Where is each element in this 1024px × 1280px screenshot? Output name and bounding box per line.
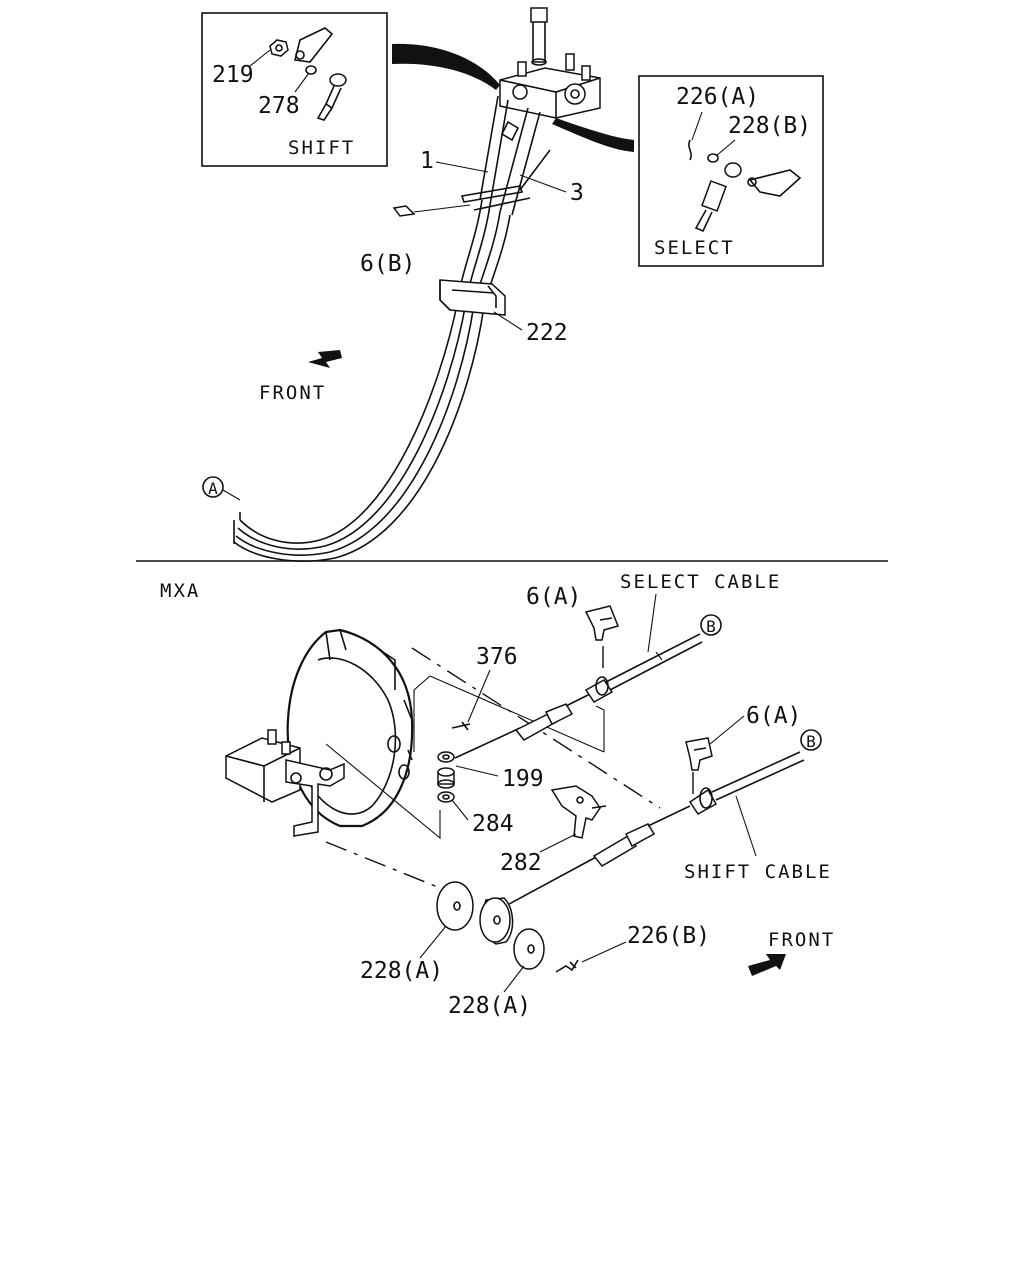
clip-6a-top xyxy=(584,605,620,641)
shift-inset: 219 278 SHIFT xyxy=(201,12,388,167)
upper-section: 219 278 SHIFT 226(A) 228(B) SELECT xyxy=(201,7,824,562)
grommet-228a-bottom xyxy=(513,928,545,970)
callout-282: 282 xyxy=(500,850,542,876)
callout-376: 376 xyxy=(476,644,518,670)
select-inset-title: SELECT xyxy=(654,237,735,259)
marker-b-mid: B xyxy=(800,729,822,751)
callout-6a-mid: 6(A) xyxy=(746,703,801,729)
grommet-middle xyxy=(479,897,514,945)
callout-6b: 6(B) xyxy=(360,251,415,277)
marker-a-letter: A xyxy=(208,479,218,498)
lower-section: MXA xyxy=(160,571,835,1019)
guide-line-1 xyxy=(325,841,441,889)
shift-pointer xyxy=(392,43,500,90)
callout-228a-bottom: 228(A) xyxy=(448,993,531,1019)
callout-226b: 226(B) xyxy=(627,923,710,949)
select-cable-label: SELECT CABLE xyxy=(620,571,781,593)
select-inset: 226(A) 228(B) SELECT xyxy=(638,75,824,267)
callout-228a-left: 228(A) xyxy=(360,958,443,984)
arrow-down-left-icon xyxy=(308,350,342,368)
callout-3: 3 xyxy=(570,180,584,206)
callout-219: 219 xyxy=(212,62,254,88)
shift-cable-label: SHIFT CABLE xyxy=(684,861,832,883)
bracket-282 xyxy=(550,785,601,839)
marker-b-mid-letter: B xyxy=(806,732,816,751)
guide-bracket-1 xyxy=(413,675,605,753)
shift-cable xyxy=(497,751,805,911)
pin-226b xyxy=(555,959,579,973)
callout-228b: 228(B) xyxy=(728,113,811,139)
callout-1: 1 xyxy=(420,148,434,174)
marker-b-top: B xyxy=(700,614,722,636)
marker-b-top-letter: B xyxy=(706,617,716,636)
callout-278: 278 xyxy=(258,93,300,119)
washers-bushings xyxy=(437,721,471,803)
select-cable xyxy=(454,633,703,759)
callout-226a: 226(A) xyxy=(676,84,759,110)
callout-199: 199 xyxy=(502,766,544,792)
callout-6a-top: 6(A) xyxy=(526,584,581,610)
clip-6b xyxy=(392,205,416,217)
callout-284: 284 xyxy=(472,811,514,837)
grommet-228a-left xyxy=(436,881,474,931)
bracket-222 xyxy=(439,279,506,316)
shift-lever-assembly xyxy=(460,7,601,216)
marker-a: A xyxy=(202,476,241,501)
callout-222: 222 xyxy=(526,320,568,346)
clip-6a-mid xyxy=(685,737,713,771)
arrow-up-right-icon xyxy=(748,954,786,976)
shift-inset-title: SHIFT xyxy=(288,137,355,159)
select-pointer xyxy=(552,118,634,152)
lower-front-label: FRONT xyxy=(768,929,835,951)
guide-bracket-2 xyxy=(325,743,441,840)
upper-front-label: FRONT xyxy=(259,382,326,404)
variant-label: MXA xyxy=(160,580,200,602)
transmission-housing xyxy=(225,628,414,837)
